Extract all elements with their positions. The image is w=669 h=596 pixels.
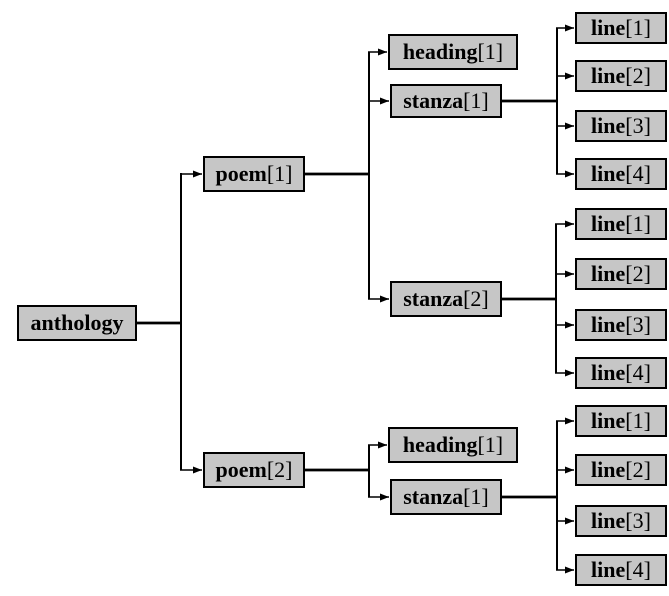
tree-node-p1s2-line-4: line[4]: [575, 357, 667, 389]
tree-node-poem-1: poem[1]: [203, 156, 305, 192]
tree-node-p1s1-line-4: line[4]: [575, 158, 667, 190]
tree-node-poem-2: poem[2]: [203, 452, 305, 488]
tree-node-p2s1-line-4: line[4]: [575, 554, 667, 586]
tree-node-p2s1-line-2: line[2]: [575, 454, 667, 486]
edge-group-anthology: [137, 170, 202, 474]
tree-node-p1s1-line-3: line[3]: [575, 110, 667, 142]
tree-node-poem1-stanza-2: stanza[2]: [390, 281, 502, 317]
tree-node-p1s1-line-2: line[2]: [575, 60, 667, 92]
tree-node-p1s2-line-2: line[2]: [575, 258, 667, 290]
tree-node-poem2-heading-1: heading[1]: [388, 427, 518, 463]
tree-node-poem2-stanza-1: stanza[1]: [390, 479, 502, 515]
tree-node-p1s1-line-1: line[1]: [575, 12, 667, 44]
tree-node-p1s2-line-3: line[3]: [575, 309, 667, 341]
edge-group-poem2-stanza-1: [502, 417, 574, 574]
edge-group-poem-1: [305, 48, 389, 303]
tree-node-p2s1-line-3: line[3]: [575, 505, 667, 537]
edge-group-poem-2: [305, 441, 389, 501]
tree-node-anthology: anthology: [17, 305, 137, 341]
edge-group-poem1-stanza-1: [502, 24, 574, 178]
edge-group-poem1-stanza-2: [502, 220, 574, 377]
tree-node-p1s2-line-1: line[1]: [575, 208, 667, 240]
tree-node-poem1-heading-1: heading[1]: [388, 34, 518, 70]
tree-node-poem1-stanza-1: stanza[1]: [390, 84, 502, 118]
tree-node-p2s1-line-1: line[1]: [575, 405, 667, 437]
